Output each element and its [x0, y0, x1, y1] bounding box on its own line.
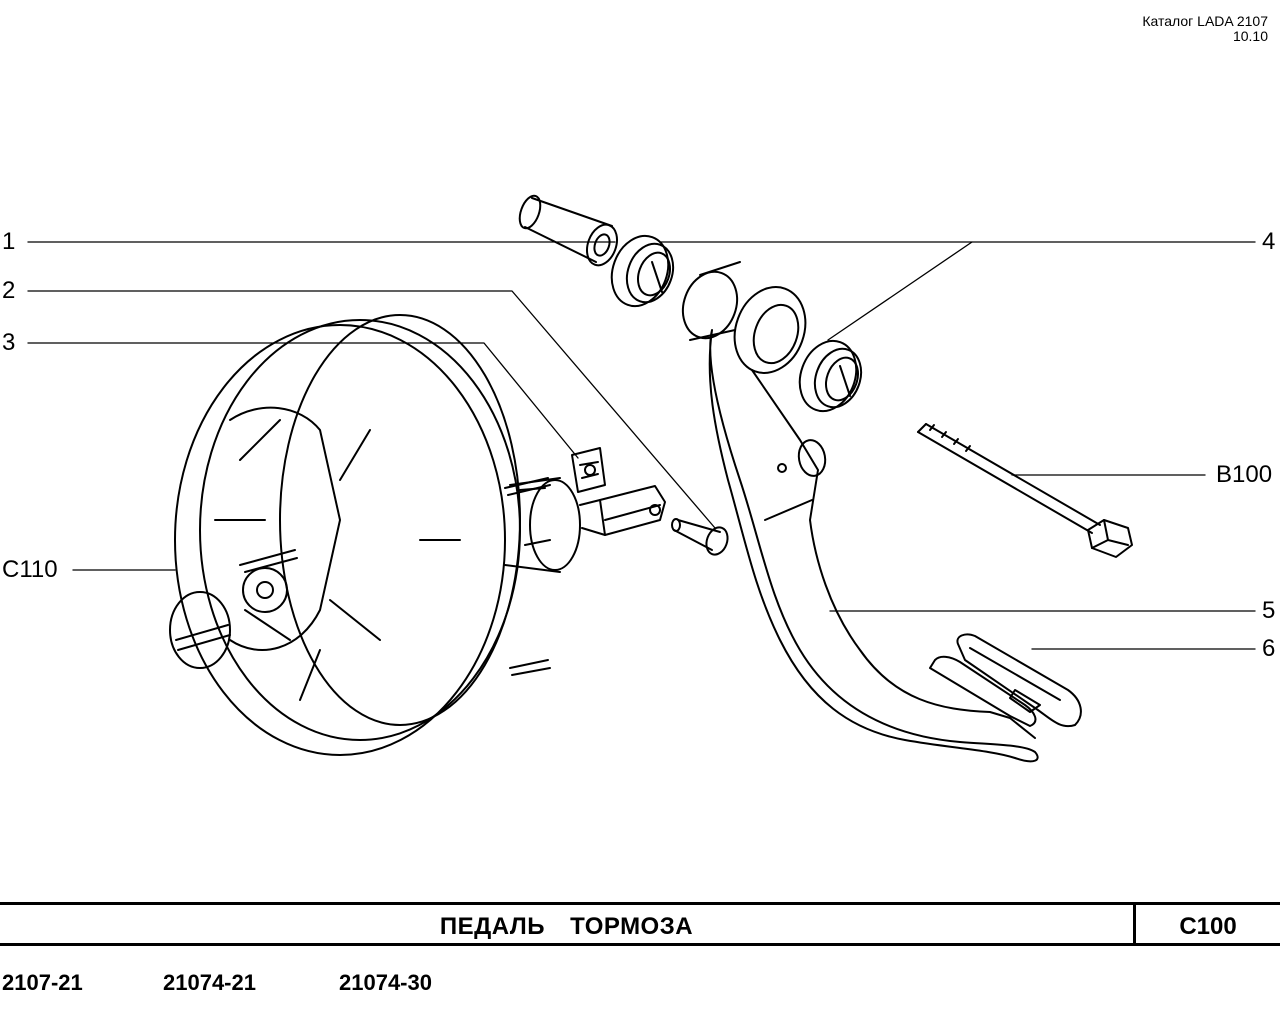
callout-2: 2 — [2, 277, 16, 304]
callout-5: 5 — [1262, 597, 1276, 624]
callout-b100: B100 — [1216, 461, 1273, 488]
callout-1: 1 — [2, 228, 16, 255]
catalog-page-number: 10.10 — [1232, 28, 1268, 44]
brake-booster-c110 — [169, 314, 581, 756]
leader-lines — [27, 241, 1256, 650]
callout-3: 3 — [2, 329, 16, 356]
brake-pedal-diagram — [27, 194, 1256, 763]
pedal-pin-part-2 — [671, 518, 729, 556]
catalog-title: Каталог LADA 2107 — [1142, 13, 1268, 29]
callout-6: 6 — [1262, 635, 1276, 662]
model-number: 21074-30 — [339, 970, 432, 995]
retaining-clip-part-3 — [571, 447, 606, 493]
title-bar: ПЕДАЛЬ ТОРМОЗА C100 — [0, 902, 1280, 946]
model-number: 2107-21 — [2, 970, 83, 995]
bushing-sleeve-part-1 — [518, 194, 618, 267]
pushrod-clevis — [579, 485, 666, 536]
model-number: 21074-21 — [163, 970, 256, 995]
catalog-header: Каталог LADA 2107 10.10 — [1142, 14, 1268, 44]
flanged-bushing-part-4-lower — [798, 339, 863, 413]
pedal-pad-part-6 — [929, 633, 1082, 728]
leader-4b — [827, 241, 973, 341]
section-code: C100 — [1179, 913, 1237, 940]
leader-2 — [27, 290, 716, 529]
brake-pedal-lever-part-5 — [681, 261, 1039, 763]
flanged-bushing-part-4-upper — [610, 234, 675, 308]
page-title: ПЕДАЛЬ ТОРМОЗА — [439, 913, 694, 940]
callout-c110: C110 — [2, 556, 58, 583]
leader-3 — [27, 342, 579, 459]
bolt-b100 — [917, 423, 1133, 558]
callout-4: 4 — [1262, 228, 1276, 255]
title-divider — [1133, 905, 1136, 943]
